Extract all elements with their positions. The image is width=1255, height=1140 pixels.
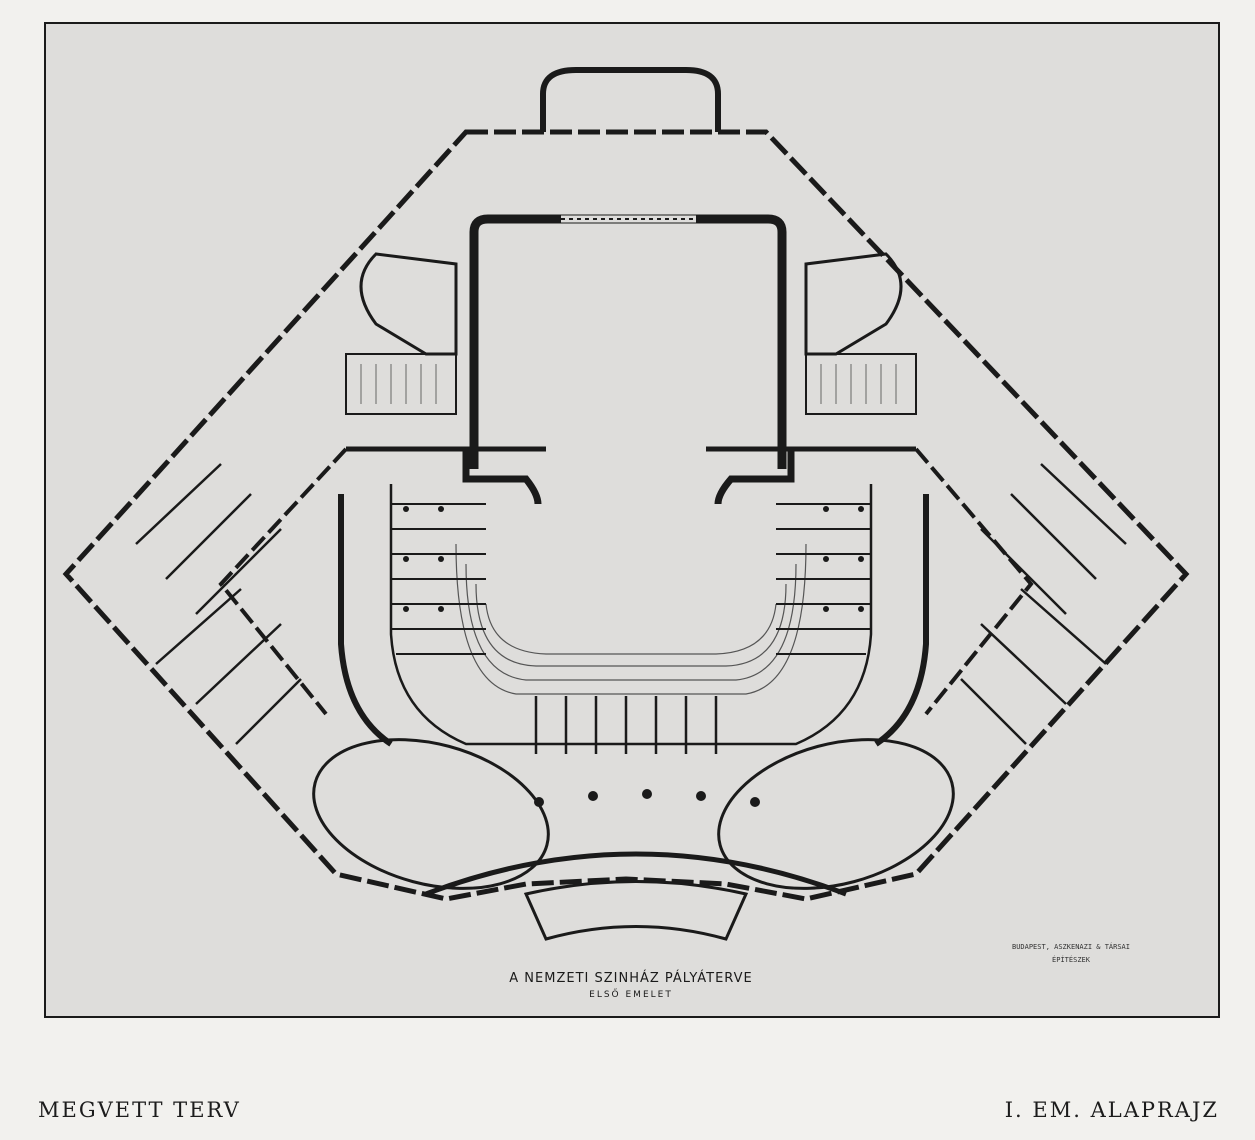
box-partitions-right [776, 503, 871, 655]
stair-treads [360, 364, 897, 404]
column [403, 606, 409, 612]
column [403, 556, 409, 562]
right-wing-inner-wall [914, 447, 1034, 716]
column [823, 506, 829, 512]
front-loggia [425, 851, 847, 897]
caption-left: MEGVETT TERV [38, 1098, 241, 1122]
auditorium-outer-wall [338, 494, 929, 747]
right-foyer-oval [717, 738, 955, 890]
architect-stamp-line-2: ÉPÍTÉSZEK [1052, 955, 1091, 964]
left-wing-inner-wall [218, 447, 348, 716]
proscenium-blocks [462, 449, 795, 505]
column [696, 791, 706, 801]
column [823, 556, 829, 562]
orchestra-rows [455, 543, 807, 695]
outer-wall [62, 129, 1190, 902]
rear-apse [540, 67, 721, 132]
caption-right: I. EM. ALAPRAJZ [1004, 1098, 1219, 1122]
rear-box-partitions [534, 696, 718, 754]
plan-subtitle: ELSŐ EMELET [589, 989, 673, 1000]
upper-right-pavilion [804, 252, 903, 356]
stage-house [469, 214, 787, 469]
column [403, 506, 409, 512]
upper-left-pavilion [359, 252, 458, 356]
left-staircase [345, 353, 457, 415]
left-foyer-oval [312, 738, 550, 890]
column [858, 506, 864, 512]
plan-title: A NEMZETI SZINHÁZ PÁLYÁTERVE [509, 970, 752, 986]
right-wing-room-lines [960, 463, 1127, 745]
column [438, 556, 444, 562]
auditorium-balcony [389, 484, 873, 746]
column [534, 797, 544, 807]
architect-stamp-line-1: BUDAPEST, ASZKENAZI & TÁRSAI [1012, 942, 1130, 951]
floor-plan-drawing: A NEMZETI SZINHÁZ PÁLYÁTERVE ELSŐ EMELET… [62, 67, 1190, 1000]
left-wing-room-lines [135, 463, 302, 745]
column [588, 791, 598, 801]
box-partitions-left [391, 503, 486, 655]
column [823, 606, 829, 612]
right-staircase [805, 353, 917, 415]
column [858, 606, 864, 612]
front-balcony [523, 880, 749, 941]
floor-plan-plate: A NEMZETI SZINHÁZ PÁLYÁTERVE ELSŐ EMELET… [44, 22, 1220, 1018]
column [642, 789, 652, 799]
column [438, 506, 444, 512]
column [750, 797, 760, 807]
column [858, 556, 864, 562]
column [438, 606, 444, 612]
